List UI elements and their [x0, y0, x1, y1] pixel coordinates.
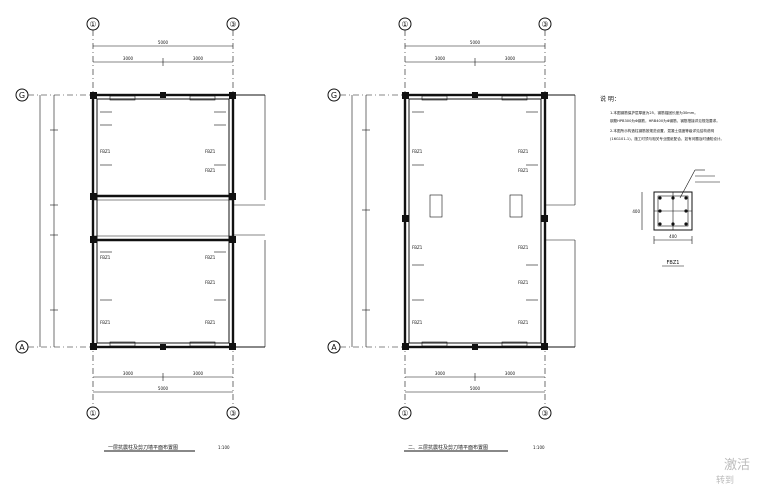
tag-p2-7: FBZ1 [412, 320, 423, 325]
axis-label-p2-bottom-3: ③ [541, 409, 548, 418]
p2-dim-total-top: 5000 [470, 40, 481, 45]
watermark-line-2: 转到 [716, 474, 734, 486]
p2-dim-part-bottom-1: 3000 [435, 371, 446, 376]
p2-dim-part-bottom-2: 3000 [505, 371, 516, 376]
detail-fbz1: 400 400 FBZ1 [632, 169, 720, 267]
tag-p2-0: FBZ1 [518, 149, 529, 154]
axis-label-bottom-3: ③ [229, 409, 236, 418]
dim-total-top: 5000 [158, 40, 169, 45]
notes-line-4: (16G101-1)，施工时须与相关专业图纸配合，如有问题及时通知设计。 [610, 136, 724, 141]
plan-2-scale: 1:100 [533, 445, 545, 450]
axis-label-p2-top-3: ③ [541, 20, 548, 29]
tag-p1-7: FBZ1 [100, 320, 111, 325]
plan-1: ① ③ ① ③ G A 5000 3000 3000 3000 3000 500… [15, 17, 266, 452]
plan-1-title: 一层抗震柱及剪刀墙平面布置图 [108, 444, 178, 451]
axis-label-p2-top-1: ① [401, 20, 408, 29]
notes-block: 说 明： 1.本图钢筋保护层厚度为25，钢筋锚固长度为30mm。 钢筋HPB30… [600, 95, 724, 141]
tag-p2-2: FBZ1 [518, 245, 529, 250]
tag-p2-6: FBZ1 [412, 245, 423, 250]
tag-p2-5: FBZ1 [412, 149, 423, 154]
detail-dim-height: 400 [632, 209, 640, 214]
notes-line-1: 1.本图钢筋保护层厚度为25，钢筋锚固长度为30mm。 [610, 110, 698, 115]
axis-bubble-bottom-3 [226, 406, 240, 420]
axis-label-top-1: ① [89, 20, 96, 29]
axis-label-bottom-1: ① [89, 409, 96, 418]
plan-1-scale: 1:100 [218, 445, 230, 450]
tag-p2-4: FBZ1 [518, 320, 529, 325]
tag-p2-3: FBZ1 [518, 280, 529, 285]
column-markers-plan1 [90, 92, 236, 350]
dim-part-top-2: 3000 [193, 56, 204, 61]
notes-line-2: 钢筋HPB300为Φ钢筋，HRB400为Φ钢筋，钢筋搭接详见规范要求。 [610, 118, 720, 123]
p2-dim-part-top-1: 3000 [435, 56, 446, 61]
dim-part-top-1: 3000 [123, 56, 134, 61]
axis-label-left-A: A [19, 343, 25, 352]
tag-p1-2: FBZ1 [205, 255, 216, 260]
axis-label-p2-left-A: A [331, 343, 337, 352]
notes-line-3: 2.本图所示构造柱钢筋按规范设置，混凝土强度等级详见结构说明 [610, 128, 714, 133]
tag-p1-1: FBZ1 [205, 168, 216, 173]
column-tags-plan2: FBZ1 FBZ1 FBZ1 FBZ1 FBZ1 FBZ1 FBZ1 FBZ1 [412, 149, 529, 325]
axis-label-p2-bottom-1: ① [401, 409, 408, 418]
axis-label-left-G: G [19, 91, 25, 100]
plan-2-title: 二、三层抗震柱及剪刀墙平面布置图 [408, 444, 488, 451]
column-markers-plan2 [402, 92, 548, 350]
axis-label-p2-left-G: G [331, 91, 337, 100]
tag-p2-1: FBZ1 [518, 168, 529, 173]
tag-p1-0: FBZ1 [205, 149, 216, 154]
dim-part-bottom-1: 3000 [123, 371, 134, 376]
tag-p1-5: FBZ1 [100, 149, 111, 154]
dim-part-bottom-2: 3000 [193, 371, 204, 376]
notes-heading: 说 明： [600, 95, 620, 103]
p2-dim-part-top-2: 3000 [505, 56, 516, 61]
tag-p1-6: FBZ1 [100, 255, 111, 260]
dim-total-bottom: 5000 [158, 386, 169, 391]
axis-label-top-3: ③ [229, 20, 236, 29]
column-tags-plan1: FBZ1 FBZ1 FBZ1 FBZ1 FBZ1 FBZ1 FBZ1 FBZ1 [100, 149, 216, 325]
tag-p1-3: FBZ1 [205, 280, 216, 285]
watermark-line-1: 激活 [724, 458, 750, 473]
detail-dim-width: 400 [669, 234, 677, 239]
p2-dim-total-bottom: 5000 [470, 386, 481, 391]
axis-bubble-bottom-1 [86, 406, 100, 420]
detail-label: FBZ1 [667, 260, 680, 266]
plan-2: ① ③ ① ③ G A 5000 3000 3000 3000 3000 500… [327, 17, 576, 452]
tag-p1-4: FBZ1 [205, 320, 216, 325]
